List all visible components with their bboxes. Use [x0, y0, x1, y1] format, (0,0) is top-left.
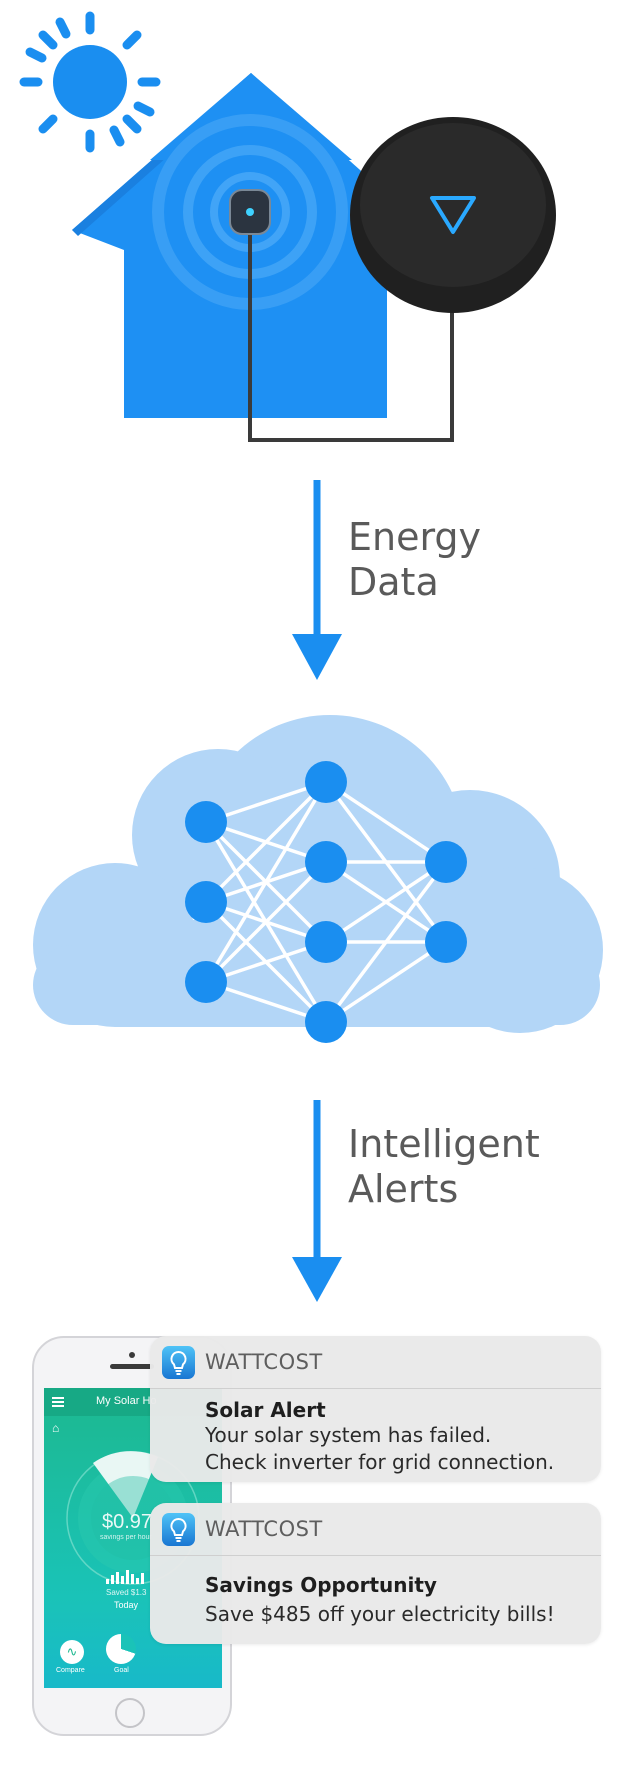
notification-app-name: WATTCOST	[205, 1517, 323, 1541]
notification-header: WATTCOST	[150, 1336, 601, 1389]
app-header-title: My Solar Ho	[96, 1395, 157, 1407]
solar-alert-notification[interactable]: WATTCOST Solar Alert Your solar system h…	[150, 1336, 601, 1482]
saved-text: Saved $1.3	[106, 1588, 147, 1597]
notification-app-name: WATTCOST	[205, 1350, 323, 1374]
intelligent-alerts-label-line1: Intelligent	[348, 1122, 540, 1166]
energy-data-label-line2: Data	[348, 560, 439, 604]
intelligent-alerts-label-line2: Alerts	[348, 1167, 459, 1211]
energy-monitor-scene	[19, 11, 556, 442]
goal-nav-label: Goal	[114, 1667, 129, 1674]
home-button[interactable]	[115, 1698, 145, 1728]
savings-value: $0.97	[102, 1511, 153, 1533]
house-icon	[72, 73, 387, 418]
notification-header: WATTCOST	[150, 1503, 601, 1556]
goal-nav-button[interactable]: Goal	[106, 1634, 138, 1674]
savings-caption: savings per hour	[100, 1534, 152, 1541]
phone-speaker	[110, 1364, 154, 1369]
neural-network-icon	[185, 761, 467, 1043]
mini-bar-chart	[106, 1570, 166, 1584]
notification-body-line1: Save $485 off your electricity bills!	[205, 1602, 555, 1626]
compare-nav-label: Compare	[56, 1667, 85, 1674]
hub-device-icon	[350, 117, 556, 313]
notification-title: Solar Alert	[205, 1398, 326, 1422]
menu-icon[interactable]	[52, 1397, 64, 1407]
sun-icon	[19, 11, 161, 153]
goal-pie-icon	[106, 1634, 136, 1664]
today-label: Today	[114, 1600, 139, 1610]
energy-data-label-line1: Energy	[348, 515, 482, 559]
arrow-down-icon	[292, 1100, 342, 1302]
notification-title: Savings Opportunity	[205, 1573, 437, 1597]
phone-camera	[129, 1352, 135, 1358]
energy-data-label: Energy Data	[348, 515, 481, 605]
lightbulb-icon	[162, 1513, 195, 1546]
energy-sensor-icon	[229, 189, 271, 235]
lightbulb-icon	[162, 1346, 195, 1379]
savings-opportunity-notification[interactable]: WATTCOST Savings Opportunity Save $485 o…	[150, 1503, 601, 1644]
notification-body-line1: Your solar system has failed.	[205, 1423, 492, 1447]
intelligent-alerts-label: Intelligent Alerts	[348, 1122, 540, 1212]
sensor-cable	[248, 228, 454, 442]
compare-icon: ∿	[60, 1640, 84, 1664]
notification-body-line2: Check inverter for grid connection.	[205, 1450, 555, 1474]
home-icon[interactable]: ⌂	[52, 1421, 60, 1435]
compare-nav-button[interactable]: ∿ Compare	[56, 1640, 88, 1674]
cloud-icon	[33, 715, 603, 1033]
